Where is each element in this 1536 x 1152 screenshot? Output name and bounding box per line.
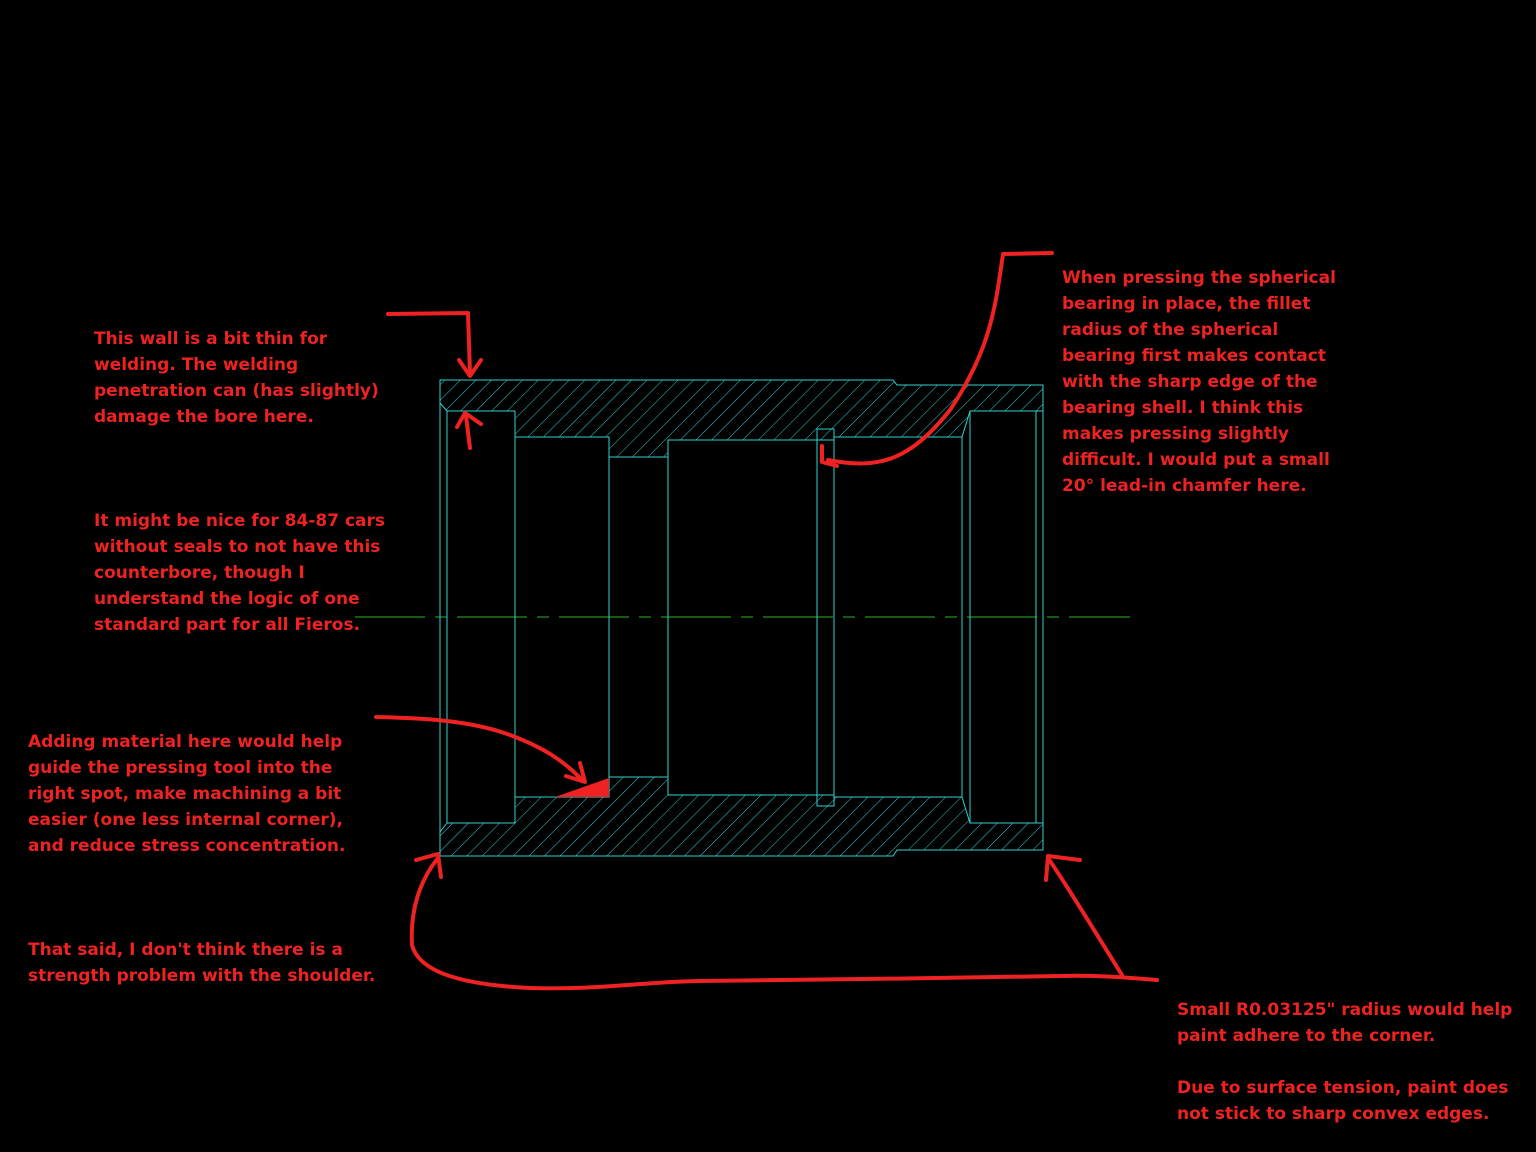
radius-arrow-right-head [1044,854,1082,882]
note-counterbore-text: It might be nice for 84-87 cars without … [94,511,386,635]
annotation-arrows [374,251,1159,991]
wall-arrow [386,311,472,376]
top-wall-section [439,379,1044,458]
note-lead-in-chamfer: When pressing the spherical bearing in p… [1062,239,1352,525]
note-thin-wall-text: This wall is a bit thin for welding. The… [94,329,379,427]
chamfer-arrow-head [820,444,839,468]
material-arrow [374,715,584,782]
radius-bracket [409,856,1159,991]
note-thin-wall: This wall is a bit thin for welding. The… [94,300,394,664]
radius-arrow-left-head [414,852,443,879]
snap-ring-groove [816,428,835,807]
note-shoulder-strength-text: That said, I don't think there is a stre… [28,940,376,986]
note-lead-in-chamfer-text: When pressing the spherical bearing in p… [1062,268,1336,496]
note-added-material-text: Adding material here would help guide th… [28,732,346,856]
counterbore-arrow-head [455,411,483,429]
note-corner-radius: Small R0.03125" radius would help paint … [1177,971,1527,1152]
bottom-wall-section [439,776,1044,857]
note-added-material: Adding material here would help guide th… [28,703,378,1015]
chamfer-arrow [826,251,1054,466]
counterbore-arrow [464,414,472,450]
note-corner-radius-text: Small R0.03125" radius would help paint … [1177,1000,1513,1046]
radius-arrow-right [1046,856,1124,977]
wall-arrow-head [457,358,483,378]
outer-profile [439,380,1044,856]
bore-lines [446,411,1037,823]
material-arrow-head [564,761,587,784]
added-material-wedge [555,778,609,797]
note-surface-tension-text: Due to surface tension, paint does not s… [1177,1078,1509,1124]
